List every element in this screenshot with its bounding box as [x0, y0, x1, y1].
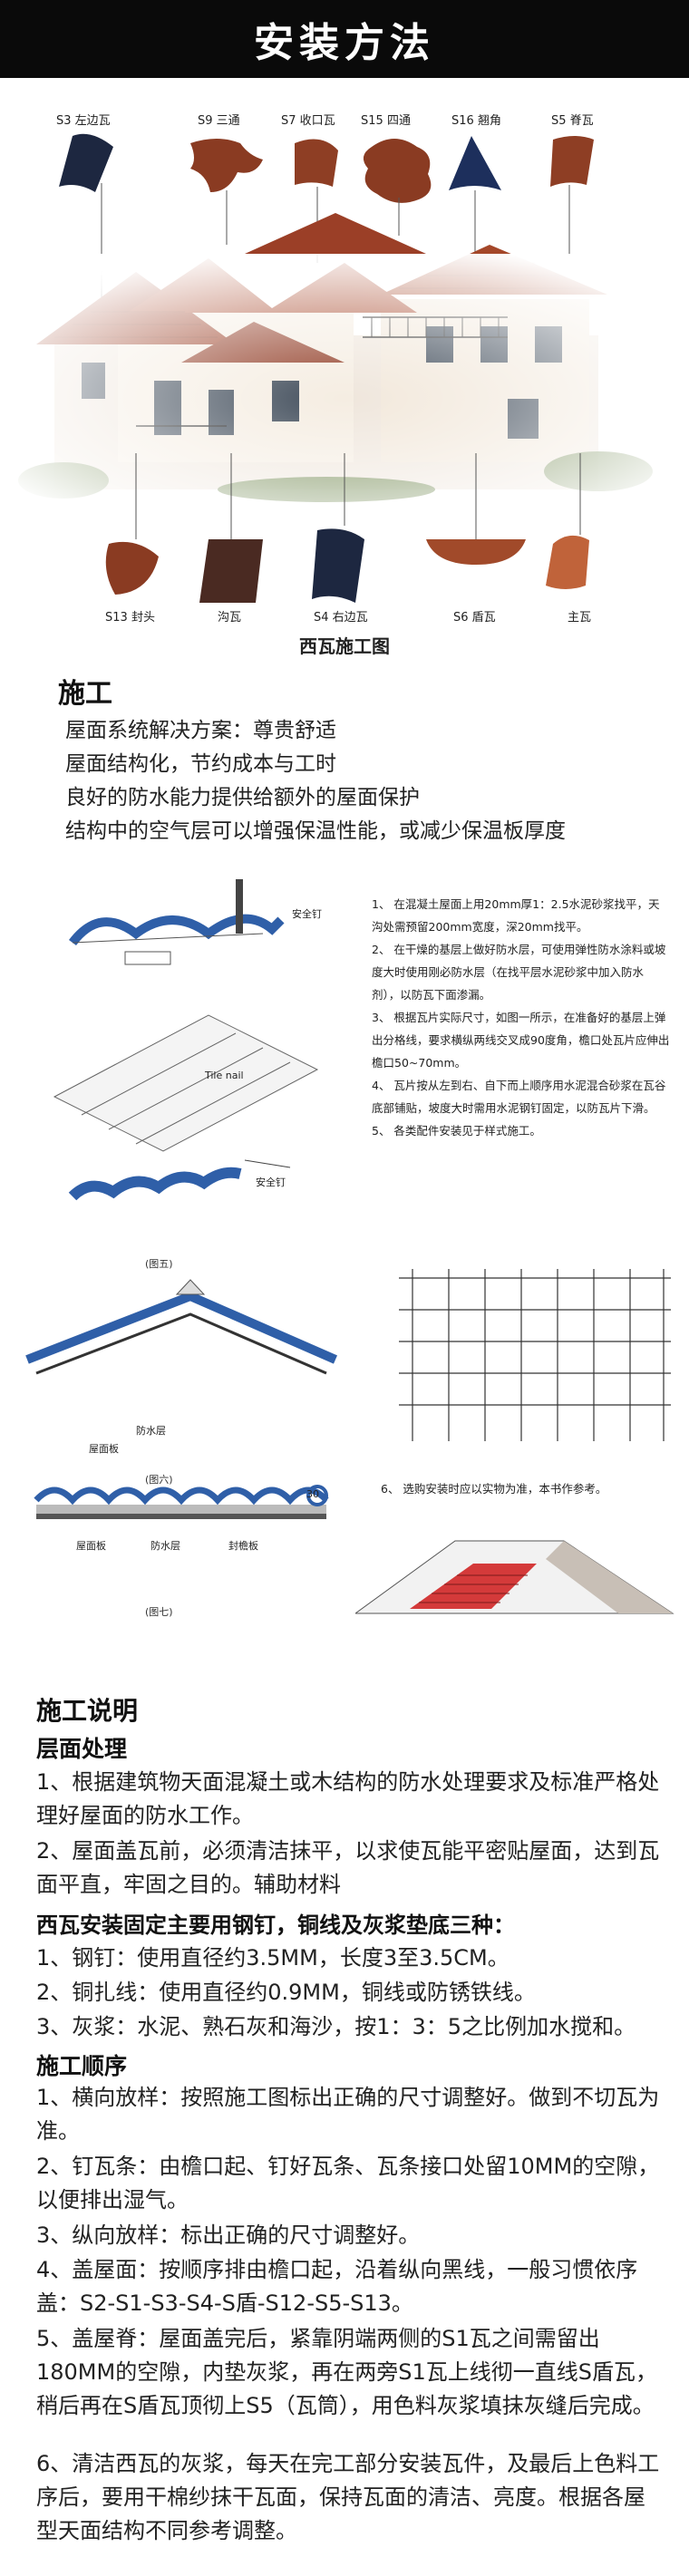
label-eave-strip: 封檐板 — [228, 1540, 258, 1552]
tile-s16-icon — [449, 136, 501, 190]
label-dim-30: 30 — [306, 1488, 319, 1500]
step-small-6: 6、 选购安装时应以实物为准，本书作参考。 — [381, 1482, 607, 1496]
note-material-3: 3、灰浆：水泥、熟石灰和海沙，按1：3：5之比例加水搅和。 — [36, 2014, 636, 2039]
tile-s6-icon — [426, 539, 526, 565]
notes-subtitle-roof: 层面处理 — [36, 1736, 128, 1762]
note-material-2: 2、铜扎线：使用直径约0.9MM，铜线或防锈铁线。 — [36, 1980, 536, 2005]
note-roof-2: 2、屋面盖瓦前，必须清洁抹平，以求使瓦能平密贴屋面，达到瓦面平直，牢固之目的。辅… — [36, 1838, 660, 1897]
steps-small: 1、 在混凝土屋面上用20mm厚1：2.5水泥砂浆找平，天沟处需预留200mm宽… — [372, 893, 671, 1142]
house-illustration — [0, 133, 689, 603]
label-eave-board-2: 屋面板 — [76, 1540, 106, 1552]
note-order-1: 1、横向放样：按照施工图标出正确的尺寸调整好。做到不切瓦为准。 — [36, 2085, 660, 2144]
tile-s3-icon — [59, 133, 113, 192]
tile-s9-icon — [190, 139, 263, 192]
label-eave-board: 屋面板 — [89, 1443, 119, 1455]
tile-label-s6: S6 盾瓦 — [453, 611, 496, 625]
page-title: 安装方法 — [254, 20, 435, 66]
tile-label-main: 主瓦 — [568, 611, 592, 625]
fig7-caption: (图七) — [145, 1606, 173, 1618]
step-small-3: 3、 根据瓦片实际尺寸，如图一所示，在准备好的基层上弹出分格线，要求横纵两线交叉… — [372, 1011, 670, 1070]
label-tile-nail: Tile nail — [205, 1070, 244, 1081]
tile-label-s9: S9 三通 — [198, 114, 240, 128]
label-waterproof: 防水层 — [136, 1425, 166, 1437]
construction-line-2: 屋面结构化，节约成本与工时 — [65, 752, 336, 776]
title-banner: 安装方法 — [0, 0, 689, 78]
gutter-tile-icon — [199, 539, 263, 603]
tile-s7-icon — [295, 139, 338, 187]
label-waterproof-2: 防水层 — [150, 1540, 180, 1552]
tile-s4-icon — [312, 528, 364, 603]
construction-line-1: 屋面系统解决方案：尊贵舒适 — [65, 719, 336, 742]
notes-subtitle-order: 施工顺序 — [36, 2053, 128, 2079]
tile-label-s3: S3 左边瓦 — [56, 114, 111, 128]
note-order-4: 4、盖屋面：按顺序排由檐口起，沿着纵向黑线，一般习惯依序盖：S2-S1-S3-S… — [36, 2257, 638, 2316]
construction-line-3: 良好的防水能力提供给额外的屋面保护 — [65, 786, 420, 809]
step-small-4: 4、 瓦片按从左到右、自下而上顺序用水泥混合砂浆在瓦谷底部铺贴，坡度大时需用水泥… — [372, 1079, 666, 1115]
fig6-caption: (图六) — [145, 1474, 173, 1486]
tile-s13-icon — [105, 541, 159, 595]
main-tile-icon — [546, 535, 589, 589]
tile-label-gutter: 沟瓦 — [218, 611, 242, 625]
layout-grid-diagram — [399, 1269, 671, 1441]
note-order-2: 2、钉瓦条：由檐口起、钉好瓦条、瓦条接口处留10MM的空隙，以便排出湿气。 — [36, 2154, 660, 2213]
construction-title: 施工 — [58, 678, 112, 710]
tile-label-s7: S7 收口瓦 — [281, 114, 335, 128]
tile-label-s13: S13 封头 — [105, 611, 155, 625]
note-material-1: 1、钢钉：使用直径约3.5MM，长度3至3.5CM。 — [36, 1945, 509, 1971]
note-order-6: 6、清洁西瓦的灰浆，每天在完工部分安装瓦件，及最后上色料工序后，要用干棉纱抹干瓦… — [36, 2451, 660, 2543]
notes-subtitle-materials: 西瓦安装固定主要用钢钉，铜线及灰浆垫底三种： — [36, 1913, 515, 1938]
house-caption: 西瓦施工图 — [299, 635, 390, 657]
tile-label-s16: S16 翘角 — [451, 114, 501, 128]
tile-label-s5: S5 脊瓦 — [551, 114, 594, 128]
note-roof-1: 1、根据建筑物天面混凝土或木结构的防水处理要求及标准严格处理好屋面的防水工作。 — [36, 1769, 660, 1828]
step-small-5: 5、 各类配件安装见于样式施工。 — [372, 1124, 541, 1138]
fig5-caption: (图五) — [145, 1258, 173, 1270]
label-safety-nail-2: 安全钉 — [256, 1177, 286, 1188]
tile-s5-icon — [550, 136, 594, 187]
tile-label-s15: S15 四通 — [361, 114, 411, 128]
note-order-3: 3、纵向放样：标出正确的尺寸调整好。 — [36, 2223, 421, 2248]
tile-label-s4: S4 右边瓦 — [314, 611, 368, 625]
note-order-5: 5、盖屋脊：屋面盖完后，紧靠阴端两侧的S1瓦之间需留出180MM的空隙，内垫灰浆… — [36, 2326, 657, 2418]
label-safety-nail: 安全钉 — [292, 908, 322, 920]
notes-title: 施工说明 — [36, 1696, 139, 1726]
step-small-1: 1、 在混凝土屋面上用20mm厚1：2.5水泥砂浆找平，天沟处需预留200mm宽… — [372, 897, 660, 934]
roof-render-diagram — [355, 1540, 674, 1614]
installation-diagrams — [25, 879, 338, 1519]
tile-s15-icon — [363, 139, 432, 203]
construction-line-4: 结构中的空气层可以增强保温性能，或减少保温板厚度 — [65, 819, 566, 843]
step-small-2: 2、 在干燥的基层上做好防水层，可使用弹性防水涂料或坡度大时使用刚必防水层（在找… — [372, 943, 666, 1002]
